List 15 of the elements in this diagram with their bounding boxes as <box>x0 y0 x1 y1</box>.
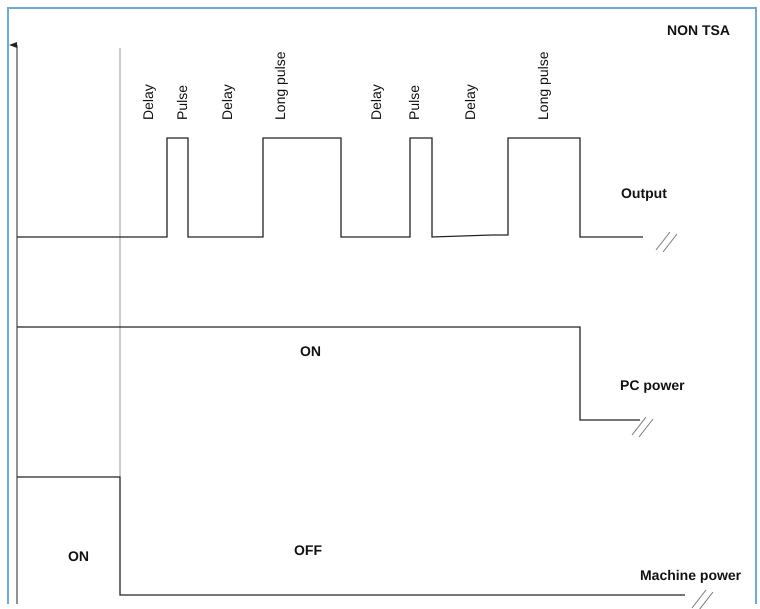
phase-label: Delay <box>219 84 235 120</box>
phase-label: Pulse <box>174 84 190 120</box>
state-label: OFF <box>294 542 322 558</box>
phase-label: Delay <box>140 84 156 120</box>
phase-label: Long pulse <box>272 51 288 120</box>
state-label: ON <box>300 343 321 359</box>
phase-label: Delay <box>462 84 478 120</box>
state-label: ON <box>68 548 89 564</box>
signal-label: Machine power <box>640 567 742 583</box>
phase-label: Long pulse <box>535 51 551 120</box>
phase-label: Delay <box>368 84 384 120</box>
phase-label: Pulse <box>406 84 422 120</box>
signal-label: PC power <box>620 377 685 393</box>
diagram-title: NON TSA <box>667 22 730 38</box>
signal-label: Output <box>621 185 667 201</box>
